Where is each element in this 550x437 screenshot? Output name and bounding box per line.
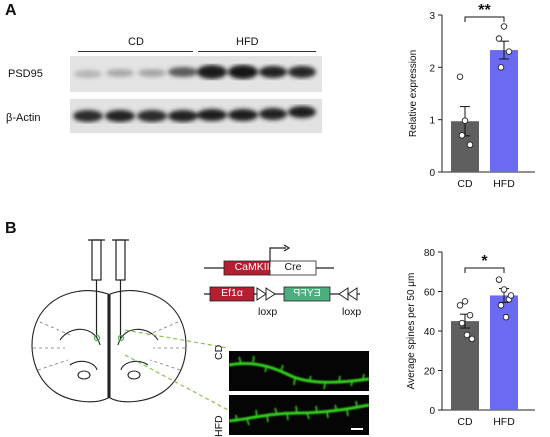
blot-label-actin: β-Actin [6,112,41,124]
loxp-label-left: loxp [258,306,278,318]
data-point [507,292,515,299]
x-tick-label: CD [457,178,473,190]
actin-band [259,108,287,120]
data-point [458,319,466,327]
micrograph-label-hfd: HFD [213,415,225,437]
data-point [500,286,508,293]
actin-band [197,109,227,121]
loxp-right-icon [338,287,358,301]
psd95-band [168,67,198,77]
ef1a-promoter-box [209,286,255,302]
data-point [456,73,464,81]
psd95-band [259,66,287,78]
data-point [495,35,503,42]
blot-label-psd95: PSD95 [8,68,43,80]
y-tick-label: 2 [429,63,435,74]
y-tick-label: 0 [429,406,435,417]
significance-stars: ** [478,2,491,19]
data-point [500,23,508,30]
data-point [497,302,505,309]
blot-group-hfd: HFD [236,36,259,48]
loxp-left-icon [256,287,276,301]
bar-hfd [490,295,518,410]
y-tick-label: 60 [424,288,436,299]
data-point [463,331,471,339]
cd-group-line [78,51,193,52]
psd95-band [288,66,316,78]
y-tick-label: 80 [424,248,436,259]
data-point [461,117,469,124]
psd95-band [228,65,258,79]
actin-band [105,110,135,122]
y-tick-label: 3 [429,11,435,22]
eyfp-label: EYFP [293,287,321,299]
data-point [495,276,503,283]
panel-b-letter: B [5,220,17,237]
actin-band [228,109,258,121]
significance-bracket [464,16,505,22]
data-point [458,132,466,139]
data-point [468,335,476,343]
data-point [456,302,464,309]
psd95-blot-strip [70,56,322,92]
ef1a-label: Ef1α [221,287,243,299]
data-point [461,298,469,305]
y-tick-label: 1 [429,116,435,127]
syringe-left-icon [88,239,105,338]
y-tick-label: 40 [424,327,436,338]
psd95-band [106,69,134,77]
significance-stars: * [481,253,488,270]
transcription-start-arrow-icon [269,247,286,261]
significance-bracket [464,267,505,273]
actin-band [288,106,316,118]
data-point [505,48,513,55]
data-point [466,141,474,149]
x-tick-label: HFD [493,178,515,190]
brain-injection-schematic [31,239,229,411]
data-point [502,313,510,321]
psd95-band [138,69,166,77]
cre-label: Cre [284,261,302,273]
y-tick-label: 20 [424,367,436,378]
brain-coronal-section-icon [31,290,187,403]
data-point [466,311,474,319]
psd95-band [74,70,102,78]
camkiia-label: CaMKIIa [234,261,276,273]
micrograph-label-cd: CD [213,344,225,360]
western-blot: CD HFD PSD95 β-Actin [0,0,330,140]
actin-blot-strip [70,99,322,133]
bar-hfd [490,50,518,172]
x-tick-label: CD [457,416,473,428]
hfd-group-line [198,51,316,52]
cd-dendrite-micrograph [229,351,369,391]
cortex-divisions [33,321,185,371]
y-tick-label: 0 [429,168,435,179]
y-axis-label: Average spines per 50 μm [406,273,417,390]
blot-group-cd: CD [128,36,144,48]
cre-gene-box [269,260,317,276]
data-point [497,64,505,71]
x-tick-label: HFD [493,416,515,428]
actin-band [137,110,167,122]
genetic-construct-diagram [204,244,360,302]
y-axis-label: Relative expression [408,50,419,137]
syringe-right-icon [112,239,129,338]
psd95-band [197,65,227,79]
injection-site-markers [93,334,125,342]
actin-band [168,110,198,122]
panel-a-letter: A [5,2,17,19]
actin-band [73,110,103,122]
hfd-dendrite-micrograph [229,395,369,435]
eyfp-gene-box [283,286,331,302]
loxp-label-right: loxp [342,306,362,318]
zoom-lines [124,329,229,411]
